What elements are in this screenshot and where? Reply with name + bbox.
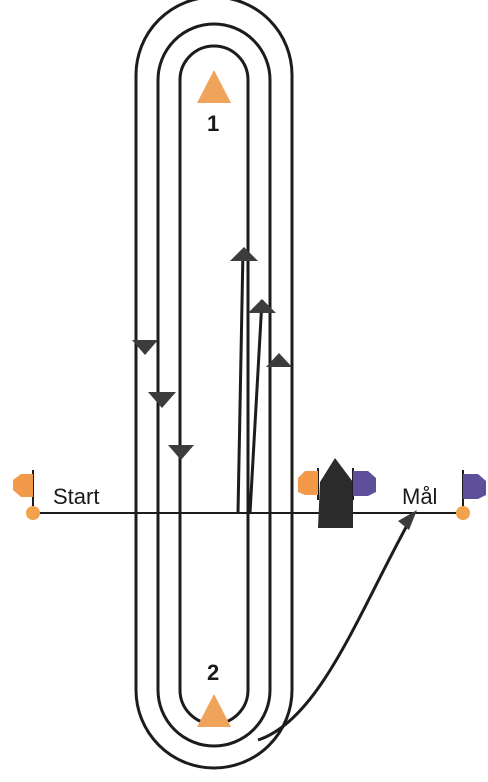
up-arrow [266,353,292,367]
start-pin [13,470,40,520]
mark-1-label: 1 [207,111,220,136]
up-arrow [248,299,276,313]
course-track-outer [134,0,294,770]
course-leg-start-2 [248,299,264,514]
down-arrow [168,445,194,460]
course-track-middle [156,22,272,748]
mark-2-label: 2 [207,660,220,685]
finish-pin [456,470,486,520]
triangle-buoy-icon [197,70,231,103]
finish-leg [257,519,412,742]
flag-icon [463,474,486,499]
flag-icon [13,474,33,497]
course-track-inner [178,44,250,726]
round-buoy-icon [26,506,40,520]
round-buoy-icon [456,506,470,520]
committee-boat-icon [318,458,353,528]
down-arrow [148,392,176,408]
flag-icon [298,471,318,495]
triangle-buoy-icon [197,694,231,727]
committee-boat [298,458,376,528]
up-arrow [230,247,258,261]
finish-label: Mål [402,484,438,509]
course-leg-start-1 [236,249,245,514]
start-label: Start [53,484,100,509]
finish-leg-arrow [398,510,417,530]
down-arrow [132,340,158,355]
flag-icon [353,471,376,496]
